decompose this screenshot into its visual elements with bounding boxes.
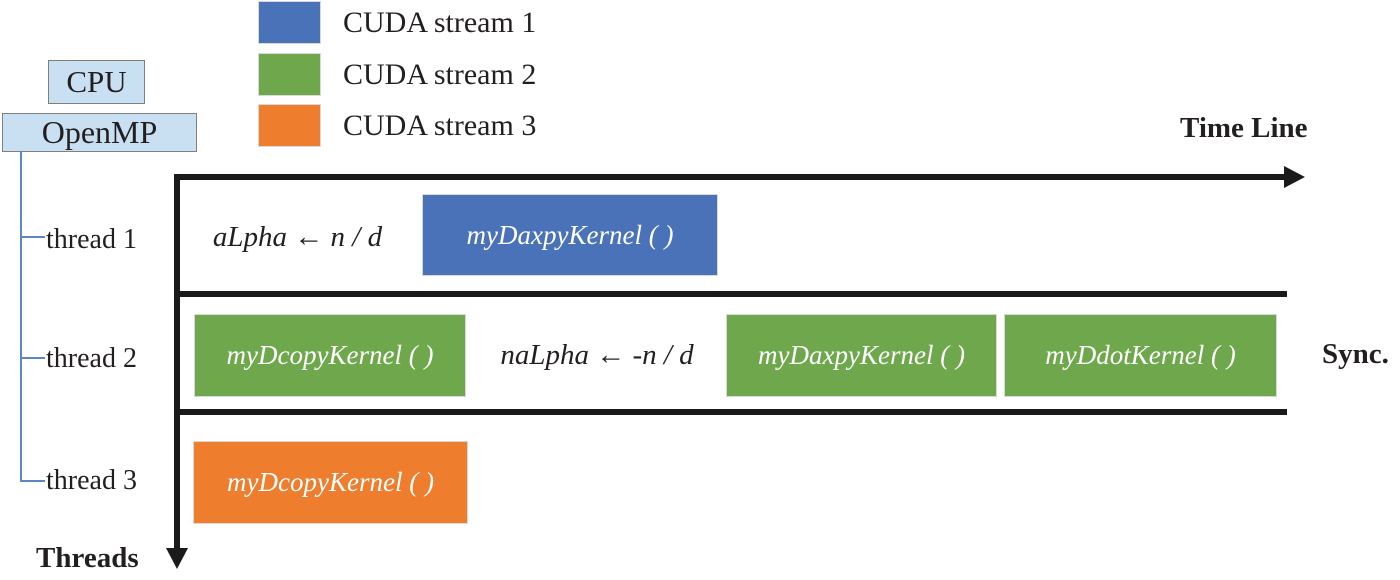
thread3-connector-tick bbox=[20, 480, 45, 482]
legend-item-cuda-stream-2: CUDA stream 2 bbox=[258, 53, 536, 96]
sync-label: Sync. bbox=[1322, 338, 1389, 370]
legend-label: CUDA stream 3 bbox=[343, 108, 537, 142]
timeline-axis-label: Time Line bbox=[1180, 112, 1308, 144]
legend-item-cuda-stream-3: CUDA stream 3 bbox=[258, 104, 536, 147]
row-divider-thread1-thread2 bbox=[176, 291, 1287, 297]
arrowhead-right-icon bbox=[1284, 166, 1305, 188]
legend-swatch-blue bbox=[258, 1, 321, 44]
kernel-box-mydaxpy-thread2: myDaxpyKernel ( ) bbox=[726, 314, 997, 397]
thread1-host-code-text: aLpha ← n / d bbox=[212, 221, 383, 253]
legend-label: CUDA stream 2 bbox=[343, 57, 537, 91]
legend-item-cuda-stream-1: CUDA stream 1 bbox=[258, 1, 536, 44]
thread2-host-code-text: naLpha ← -n / d bbox=[500, 339, 694, 371]
thread1-connector-tick bbox=[20, 236, 45, 238]
kernel-box-myddot-thread2: myDdotKernel ( ) bbox=[1004, 314, 1277, 397]
timeline-axis-line bbox=[174, 174, 1286, 180]
thread1-label: thread 1 bbox=[46, 224, 137, 255]
openmp-box: OpenMP bbox=[2, 113, 197, 152]
cpu-box: CPU bbox=[48, 60, 145, 104]
kernel-box-mydaxpy-thread1: myDaxpyKernel ( ) bbox=[422, 194, 718, 276]
legend-swatch-orange bbox=[258, 104, 321, 147]
legend-label: CUDA stream 1 bbox=[343, 5, 537, 39]
arrowhead-down-icon bbox=[166, 548, 188, 569]
row-divider-thread2-thread3 bbox=[176, 409, 1287, 415]
kernel-box-mydcopy-thread2: myDcopyKernel ( ) bbox=[194, 314, 466, 397]
thread2-label: thread 2 bbox=[46, 343, 137, 374]
kernel-box-mydcopy-thread3: myDcopyKernel ( ) bbox=[193, 441, 468, 524]
threads-axis-line bbox=[174, 174, 180, 549]
legend-swatch-green bbox=[258, 53, 321, 96]
threads-axis-label: Threads bbox=[36, 542, 139, 574]
thread3-label: thread 3 bbox=[46, 465, 137, 496]
thread2-connector-tick bbox=[20, 357, 45, 359]
openmp-thread-connector-line bbox=[20, 151, 22, 481]
